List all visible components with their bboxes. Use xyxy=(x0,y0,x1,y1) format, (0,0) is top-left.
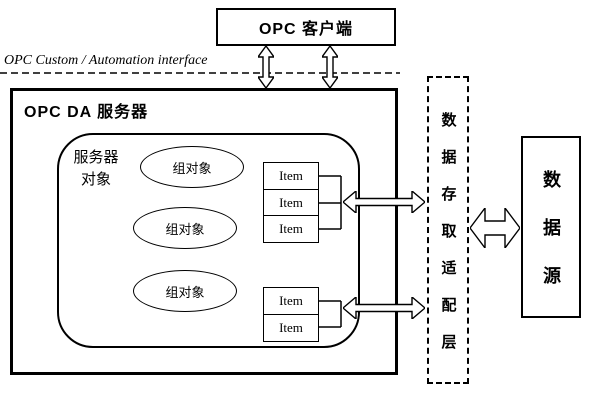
server-adapter-double-arrow-top xyxy=(343,191,425,213)
server-object-label: 服务器 对象 xyxy=(64,147,128,191)
group-object-1: 组对象 xyxy=(140,146,244,188)
datasource-label: 数据源 xyxy=(541,170,561,314)
server-title: OPC DA 服务器 xyxy=(24,104,149,121)
item-box: Item xyxy=(263,162,319,190)
adapter-layer-box: 数据存取适配层 xyxy=(427,76,469,384)
item-stack-2: Item Item xyxy=(263,287,319,342)
group-object-1-label: 组对象 xyxy=(172,160,212,176)
opc-client-box: OPC 客户端 xyxy=(216,8,396,46)
group-object-3: 组对象 xyxy=(133,270,237,312)
group-object-2-label: 组对象 xyxy=(165,221,205,237)
server-object-label-line1: 服务器 xyxy=(73,149,119,166)
adapter-datasource-double-arrow xyxy=(470,208,520,248)
item-box: Item xyxy=(263,287,319,315)
server-object-label-line2: 对象 xyxy=(80,171,111,188)
item-box: Item xyxy=(263,188,319,217)
server-adapter-double-arrow-bottom xyxy=(343,297,425,319)
client-server-double-arrow-left xyxy=(258,46,274,88)
interface-label: OPC Custom / Automation interface xyxy=(4,53,212,69)
client-server-double-arrow-right xyxy=(322,46,338,88)
datasource-box: 数据源 xyxy=(521,136,581,318)
item-box: Item xyxy=(263,313,319,342)
item-stack-1: Item Item Item xyxy=(263,162,319,243)
group-object-2: 组对象 xyxy=(133,207,237,249)
adapter-layer-label: 数据存取适配层 xyxy=(439,111,457,371)
opc-client-label: OPC 客户端 xyxy=(258,21,354,38)
group-object-3-label: 组对象 xyxy=(165,284,205,300)
server-object-rect xyxy=(57,133,360,348)
opc-da-server-box xyxy=(10,88,398,375)
item-box: Item xyxy=(263,215,319,243)
